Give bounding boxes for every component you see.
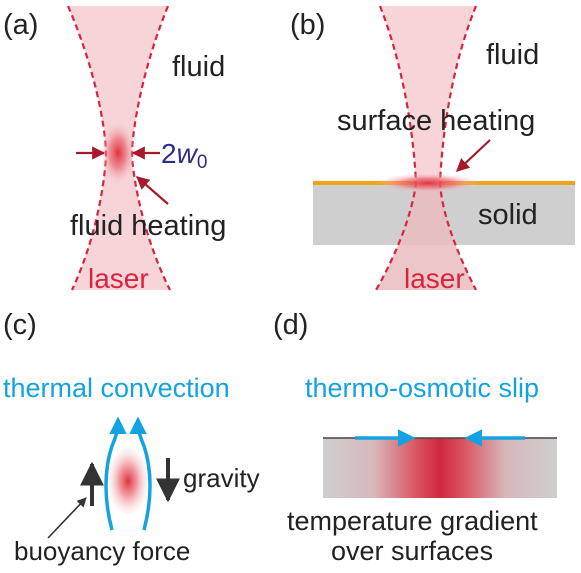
convection-flow-right (129, 416, 152, 531)
panel-a-heating-label: fluid heating (70, 210, 226, 242)
panel-b-beam-edge-left (375, 5, 418, 291)
panel-d-tag: (d) (273, 309, 308, 341)
panel-b-fluid-label: fluid (486, 39, 539, 71)
panel-b-beam-edge-right (438, 5, 478, 291)
panel-b-beam-upper (380, 6, 476, 183)
panel-d: (d) thermo-osmotic slip temperature grad… (273, 309, 557, 566)
panel-a: (a) 2w0 fluid fluid heating laser (3, 5, 226, 294)
panel-b-beam-lower (376, 183, 476, 290)
solid-label: solid (478, 199, 538, 231)
panel-c-tag: (c) (3, 309, 37, 341)
convection-flow-left (104, 416, 127, 531)
buoyancy-label: buoyancy force (14, 536, 190, 566)
heated-surface (323, 438, 557, 498)
panel-c: (c) thermal convection gravity buoyancy … (3, 309, 260, 566)
panel-b-laser-label: laser (404, 263, 465, 294)
panel-c-hot-spot (108, 448, 148, 514)
panel-a-waist-label: 2w0 (161, 138, 207, 173)
panel-b-hot-spot (376, 173, 480, 193)
panel-a-laser-label: laser (88, 263, 149, 294)
panel-a-hot-spot (100, 120, 136, 186)
panel-a-fluid-label: fluid (172, 51, 225, 83)
panel-b-tag: (b) (290, 9, 325, 41)
panel-b: (b) fluid surface heating solid laser (290, 5, 575, 294)
panel-c-title: thermal convection (3, 373, 230, 403)
panel-a-heating-arrow (136, 176, 169, 205)
panel-b-heating-arrow (456, 139, 491, 172)
panel-d-caption-line2: over surfaces (331, 536, 493, 566)
panel-a-tag: (a) (3, 9, 38, 41)
gravity-label: gravity (183, 463, 260, 493)
panel-d-caption-line1: temperature gradient (287, 506, 538, 536)
panel-d-title: thermo-osmotic slip (305, 373, 539, 403)
panel-b-heating-label: surface heating (337, 105, 535, 137)
buoyancy-pointer (47, 497, 87, 539)
